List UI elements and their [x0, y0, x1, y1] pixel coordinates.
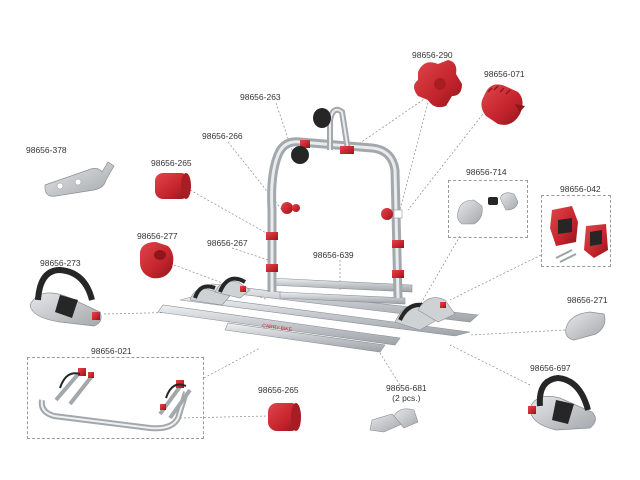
label-98656-042: 98656-042	[560, 184, 601, 194]
grey-rail-end-cap-icon	[565, 311, 606, 341]
silver-hook-bracket-icon	[44, 161, 115, 197]
label-98656-290: 98656-290	[412, 50, 453, 60]
red-tube-clamp-icon	[140, 242, 174, 279]
label-98656-681: 98656-681 (2 pcs.)	[386, 383, 427, 403]
red-ratchet-knob-icon	[481, 84, 525, 125]
label-98656-697: 98656-697	[530, 363, 571, 373]
red-cylinder-cap-icon	[155, 173, 191, 199]
label-98656-681-code: 98656-681	[386, 383, 427, 393]
wheel-cradle-left-icon	[29, 266, 102, 327]
grey-end-cap-icon	[457, 192, 519, 225]
box-holder-arm	[27, 357, 204, 439]
red-rail-clamp-icon	[550, 206, 608, 263]
bike-holder-arm-icon	[38, 368, 192, 432]
label-98656-266: 98656-266	[202, 131, 243, 141]
frame-brand-text: CARRY-BIKE	[262, 323, 293, 333]
label-98656-265-bottom: 98656-265	[258, 385, 299, 395]
label-98656-714: 98656-714	[466, 167, 507, 177]
label-98656-271: 98656-271	[567, 295, 608, 305]
label-98656-378: 98656-378	[26, 145, 67, 155]
label-98656-263: 98656-263	[240, 92, 281, 102]
box-end-caps	[448, 180, 528, 238]
label-98656-071: 98656-071	[484, 69, 525, 79]
label-98656-639: 98656-639	[313, 250, 354, 260]
label-98656-021: 98656-021	[91, 346, 132, 356]
label-98656-273: 98656-273	[40, 258, 81, 268]
red-star-knob-icon	[414, 60, 462, 108]
label-98656-265-top: 98656-265	[151, 158, 192, 168]
label-98656-681-qty: (2 pcs.)	[392, 393, 421, 403]
red-cylinder-cap-bottom-icon	[268, 403, 301, 431]
box-rail-clamp	[541, 195, 611, 267]
wheel-cradle-right-icon	[528, 374, 596, 431]
label-98656-267: 98656-267	[207, 238, 248, 248]
bike-carrier-assembly: CARRY-BIKE	[157, 106, 479, 353]
label-98656-277: 98656-277	[137, 231, 178, 241]
grey-wheel-stop-icon	[369, 408, 419, 433]
